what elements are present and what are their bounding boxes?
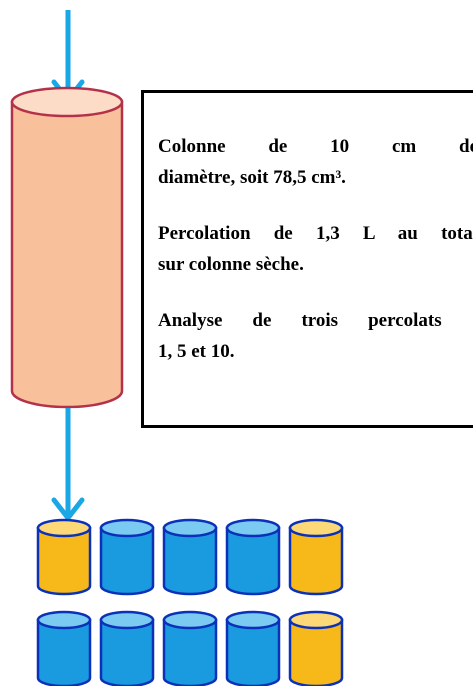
percolate-cup-2-3 — [162, 610, 218, 686]
cup-body — [225, 526, 281, 596]
cup-body — [162, 618, 218, 686]
percolation-volume-text: Percolation de 1,3 L au total sur colonn… — [158, 218, 473, 280]
inlet-arrow — [51, 10, 85, 103]
percolate-row-1 — [36, 518, 344, 596]
cup-top — [99, 518, 155, 538]
cup-top — [288, 518, 344, 538]
percolate-cup-1-1-analysed — [36, 518, 92, 596]
cup-top — [225, 610, 281, 630]
percolate-row-2 — [36, 610, 344, 686]
cup-top — [36, 610, 92, 630]
cup-top — [99, 610, 155, 630]
cup-body — [36, 526, 92, 596]
cup-body — [288, 618, 344, 686]
cup-body — [99, 526, 155, 596]
percolate-cup-2-2 — [99, 610, 155, 686]
percolation-volume-line-2: sur colonne sèche. — [158, 254, 304, 275]
cup-body — [225, 618, 281, 686]
percolate-cup-2-4 — [225, 610, 281, 686]
cup-body — [162, 526, 218, 596]
analysis-line-2: 1, 5 et 10. — [158, 341, 235, 362]
cup-body — [99, 618, 155, 686]
cup-top — [225, 518, 281, 538]
cup-top — [36, 518, 92, 538]
percolate-cup-1-4 — [225, 518, 281, 596]
column-diameter-line-1: Colonne de 10 cm de — [158, 136, 473, 157]
percolate-cup-2-1 — [36, 610, 92, 686]
cup-body — [288, 526, 344, 596]
percolation-volume-line-1: Percolation de 1,3 L au total — [158, 223, 473, 244]
column-diameter-line-2: diamètre, soit 78,5 cm³. — [158, 167, 346, 188]
soil-column — [10, 86, 124, 409]
percolate-cup-1-3 — [162, 518, 218, 596]
percolate-cup-1-2 — [99, 518, 155, 596]
percolate-cup-1-5-analysed — [288, 518, 344, 596]
cup-body — [36, 618, 92, 686]
percolate-cup-2-5-analysed — [288, 610, 344, 686]
outlet-arrow — [51, 408, 85, 521]
cup-top — [288, 610, 344, 630]
cup-top — [162, 610, 218, 630]
column-diameter-text: Colonne de 10 cm de diamètre, soit 78,5 … — [158, 131, 473, 193]
analysis-line-1: Analyse de trois percolats : — [158, 310, 473, 331]
analysis-text: Analyse de trois percolats : 1, 5 et 10. — [158, 305, 473, 367]
description-box: Colonne de 10 cm de diamètre, soit 78,5 … — [141, 90, 473, 428]
cup-top — [162, 518, 218, 538]
column-top — [10, 86, 124, 118]
